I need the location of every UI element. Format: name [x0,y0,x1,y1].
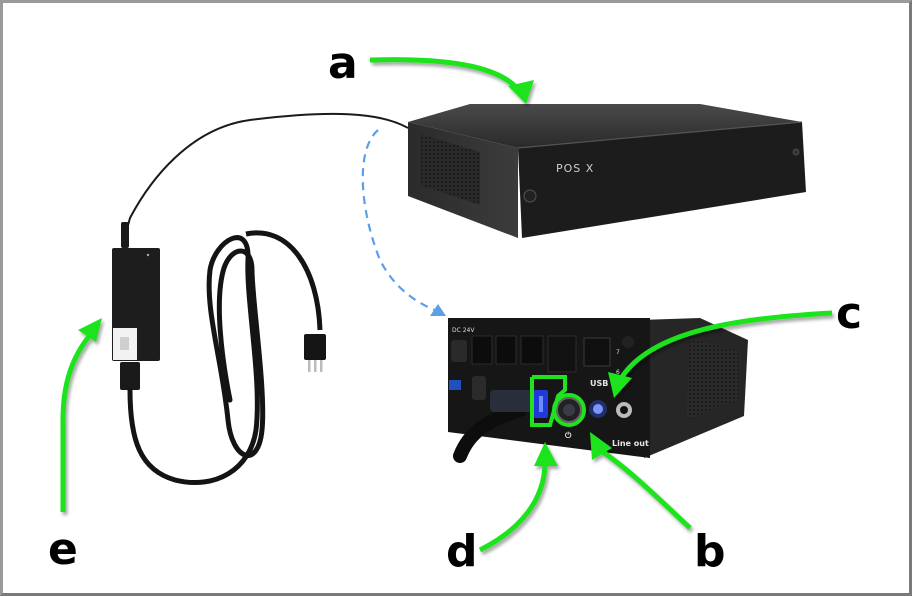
power-led [593,404,603,414]
callout-arrow-e [60,333,92,512]
rear-view: DC 24V 7 6 USB 2 ⏻ Line out [448,318,748,463]
dc-cable [123,112,409,241]
main-unit-vent [420,134,480,205]
adapter-led-icon [146,253,150,257]
callout-label-d: d [446,526,478,577]
zoom-link-arrowhead [430,304,446,316]
dc-in-port [451,340,467,362]
cable-strain-relief [121,222,129,248]
callout-arrowhead-c [608,372,632,398]
main-unit: POS X [408,104,806,238]
callout-arrow-b [598,447,692,530]
callout-arrow-d [478,461,548,553]
power-symbol-icon: ⏻ [565,431,572,440]
main-unit-top [408,104,802,148]
zoom-link-dashed [361,129,441,314]
power-led-glow [589,400,607,418]
brand-logo: POS X [556,162,594,175]
callout-arrows [60,57,833,553]
power-button-cap [563,404,575,416]
callout-arrowhead-e [78,318,102,342]
port-label-usb2: USB 2 [590,379,617,388]
rj45-port [471,335,493,365]
callout-arrow-c [617,310,833,382]
power-connector-glow [539,396,543,412]
callout-arrowhead-b [590,432,612,460]
callout-arrowhead-a [508,80,534,104]
port-cover [547,335,577,373]
callout-label-c: c [836,288,862,339]
plug-prong [308,360,311,372]
port-cover [583,337,611,367]
ac-plug [304,334,326,360]
power-button-highlight [552,393,586,427]
port-label-6: 6 [616,369,620,376]
callout-label-a: a [328,38,358,89]
ac-cord [245,230,323,331]
plug-prong [314,360,317,372]
front-sensor-icon [792,148,800,156]
ac-plug-connector [120,362,140,390]
main-unit-front [518,122,806,238]
front-button-icon [523,189,537,203]
vga-connector [490,390,540,412]
port-label-7: 7 [616,349,620,356]
callout-arrow-a [369,57,523,94]
rj45-port [520,335,544,365]
adapter-label-mark [120,337,129,350]
line-out-jack-hole [620,406,628,414]
port-label-dc: DC 24V [452,327,475,334]
callout-label-b: b [694,526,726,577]
rear-vent [686,338,740,420]
power-connector-highlight [530,375,567,427]
port-label-line-out: Line out [612,439,649,448]
callout-arrowhead-d [534,442,558,466]
plug-prong [320,360,323,372]
rear-knob [622,336,634,348]
serial-port [472,376,486,400]
ac-cord-coil [127,235,266,486]
usb3-port [449,380,461,390]
power-adapter [112,230,326,486]
rj45-port [495,335,517,365]
plugged-cable [453,403,527,463]
callout-label-e: e [48,524,78,575]
